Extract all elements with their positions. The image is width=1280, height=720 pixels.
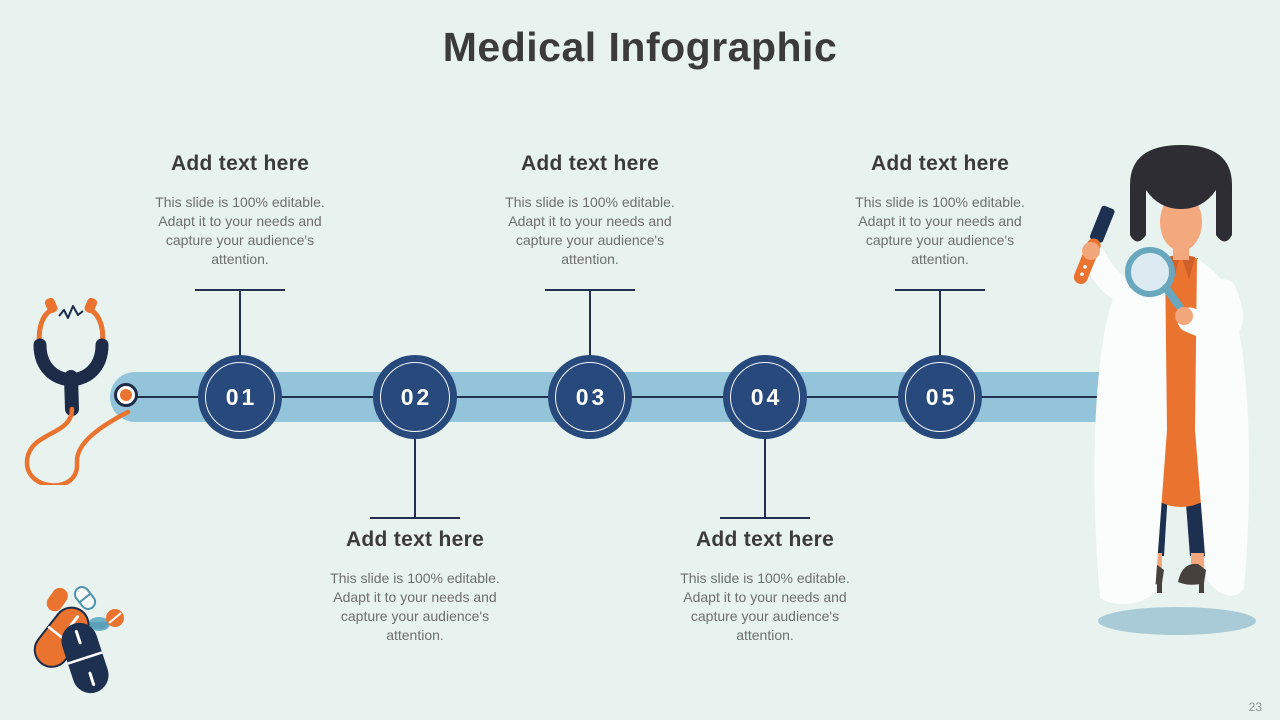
step-text-block[interactable]: Add text here This slide is 100% editabl… <box>828 152 1052 269</box>
step-heading[interactable]: Add text here <box>695 528 835 551</box>
slide-title: Medical Infographic <box>442 24 838 70</box>
step-text-block[interactable]: Add text here This slide is 100% editabl… <box>128 152 352 269</box>
connector-line <box>414 438 416 518</box>
step-body[interactable]: This slide is 100% editable. Adapt it to… <box>330 570 500 643</box>
connector-line <box>589 290 591 356</box>
step-number: 01 <box>225 383 258 410</box>
step-number: 05 <box>925 383 958 410</box>
step-number: 03 <box>575 383 608 410</box>
step-heading[interactable]: Add text here <box>520 152 660 175</box>
connector-line <box>764 438 766 518</box>
step-text-block[interactable]: Add text here This slide is 100% editabl… <box>478 152 702 269</box>
step-body[interactable]: This slide is 100% editable. Adapt it to… <box>680 570 850 643</box>
step-number: 02 <box>400 383 433 410</box>
step-number: 04 <box>750 383 783 410</box>
step-body[interactable]: This slide is 100% editable. Adapt it to… <box>855 194 1025 267</box>
step-number-badge: 02 <box>373 355 457 439</box>
page-number: 23 <box>1248 700 1262 714</box>
step-text-block[interactable]: Add text here This slide is 100% editabl… <box>303 528 527 645</box>
step-heading[interactable]: Add text here <box>345 528 485 551</box>
connector-cap <box>720 517 810 519</box>
step-heading[interactable]: Add text here <box>170 152 310 175</box>
step-body[interactable]: This slide is 100% editable. Adapt it to… <box>155 194 325 267</box>
connector-line <box>939 290 941 356</box>
step-number-badge: 05 <box>898 355 982 439</box>
step-number-badge: 04 <box>723 355 807 439</box>
step-heading[interactable]: Add text here <box>870 152 1010 175</box>
timeline-start-dot <box>117 386 135 404</box>
step-number-badge: 03 <box>548 355 632 439</box>
connector-cap <box>370 517 460 519</box>
step-body[interactable]: This slide is 100% editable. Adapt it to… <box>505 194 675 267</box>
step-text-block[interactable]: Add text here This slide is 100% editabl… <box>653 528 877 645</box>
stethoscope-icon <box>15 285 145 490</box>
pills-icon <box>25 578 125 701</box>
female-doctor-illustration <box>1048 130 1276 655</box>
connector-line <box>239 290 241 356</box>
step-number-badge: 01 <box>198 355 282 439</box>
